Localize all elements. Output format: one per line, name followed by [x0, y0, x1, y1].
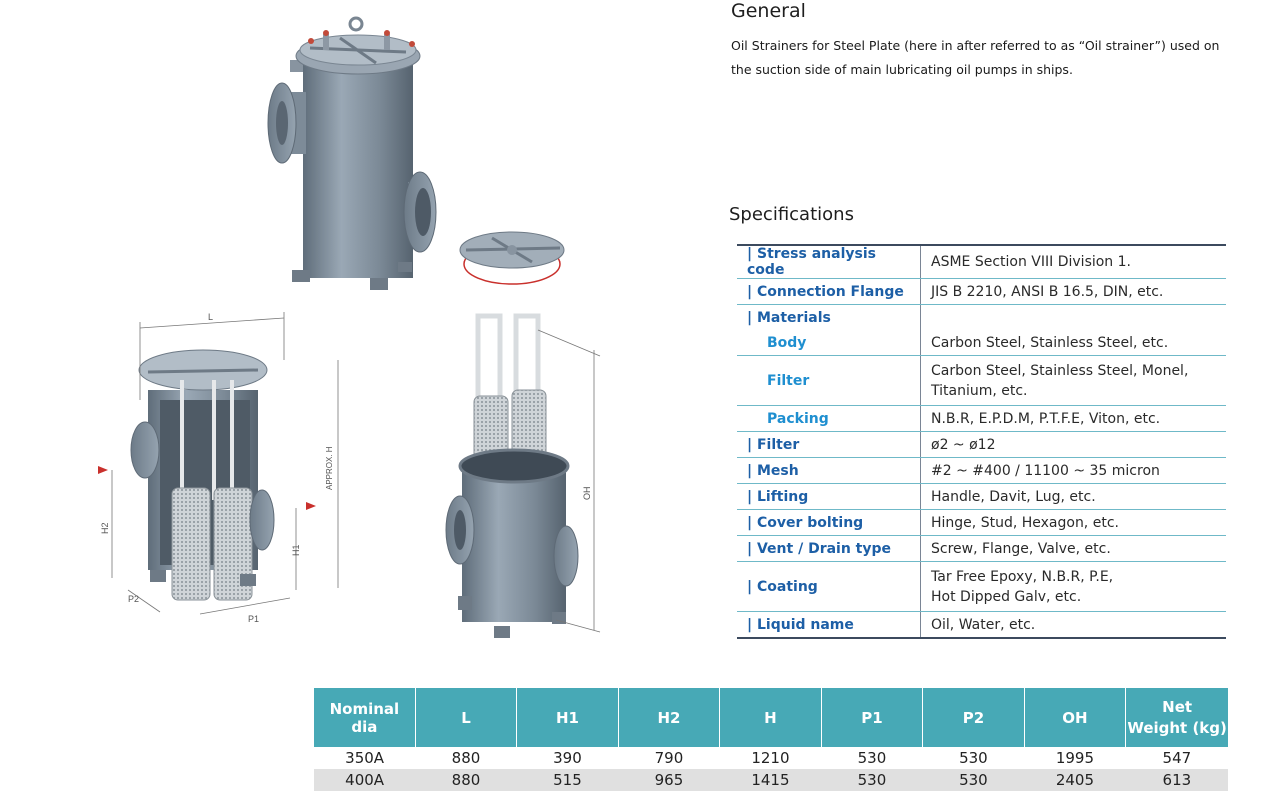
header-oh: OH [1024, 688, 1127, 747]
spec-key: | Connection Flange [737, 278, 921, 305]
spec-key: | Filter [737, 431, 921, 458]
table-cell: 400A [314, 769, 416, 791]
table-cell: 530 [922, 747, 1025, 769]
spec-key: Packing [737, 405, 921, 432]
table-cell: 530 [821, 747, 923, 769]
spec-row: | Materials [737, 304, 1227, 331]
spec-value-line: Carbon Steel, Stainless Steel, Monel, [931, 362, 1189, 379]
general-description: Oil Strainers for Steel Plate (here in a… [731, 38, 1220, 77]
spec-value: ASME Section VIII Division 1. [920, 245, 1226, 279]
table-cell: 880 [415, 747, 517, 769]
dim-label-p2: P2 [128, 594, 139, 604]
spec-value: Hinge, Stud, Hexagon, etc. [920, 509, 1226, 536]
spec-key: Filter [737, 355, 921, 406]
spec-key: | Mesh [737, 457, 921, 484]
strainer-assembled-illustration [267, 16, 565, 290]
spec-key: | Stress analysis code [737, 245, 921, 279]
spec-key: | Coating [737, 561, 921, 612]
spec-key: Body [737, 330, 921, 356]
dim-label-oh: OH [582, 487, 592, 501]
table-cell: 1415 [719, 769, 822, 791]
spec-key: | Liquid name [737, 611, 921, 638]
spec-value: Handle, Davit, Lug, etc. [920, 483, 1226, 510]
spec-row: Body Carbon Steel, Stainless Steel, etc. [737, 330, 1226, 356]
table-cell: 613 [1125, 769, 1228, 791]
header-p2: P2 [922, 688, 1025, 747]
dim-label-p1: P1 [248, 614, 259, 624]
spec-value: #2 ~ #400 / 11100 ~ 35 micron [920, 457, 1226, 484]
table-cell: 965 [618, 769, 720, 791]
spec-value: Carbon Steel, Stainless Steel, etc. [920, 330, 1226, 356]
table-cell: 390 [516, 747, 619, 769]
header-weight-line: Weight (kg) [1127, 718, 1227, 737]
spec-row: | Connection Flange JIS B 2210, ANSI B 1… [737, 278, 1226, 305]
general-heading: General [731, 0, 806, 22]
spec-row: Packing N.B.R, E.P.D.M, P.T.F.E, Viton, … [737, 405, 1226, 432]
spec-key: | Vent / Drain type [737, 535, 921, 562]
strainer-cutaway-illustration: L APPROX. H H2 H1 P2 P1 [98, 312, 339, 624]
table-cell: 547 [1125, 747, 1228, 769]
spec-value: Oil, Water, etc. [931, 616, 1036, 633]
table-cell: 350A [314, 747, 416, 769]
spec-value: ø2 ~ ø12 [920, 431, 1226, 458]
header-nominal-dia: Nominal dia [314, 688, 416, 747]
header-h1: H1 [516, 688, 619, 747]
spec-value-line: Hot Dipped Galv, etc. [931, 588, 1082, 605]
spec-value [921, 305, 1227, 331]
table-cell: 2405 [1024, 769, 1126, 791]
product-illustrations: L APPROX. H H2 H1 P2 P1 OH [98, 16, 601, 638]
spec-value: Tar Free Epoxy, N.B.R, P.E, Hot Dipped G… [920, 561, 1226, 612]
table-cell: 530 [922, 769, 1025, 791]
table-cell: 1210 [719, 747, 822, 769]
header-h: H [719, 688, 822, 747]
specifications-heading: Specifications [729, 204, 854, 225]
dimensions-header-row: Nominal dia L H1 H2 H P1 P2 OH Net Weigh… [314, 688, 1228, 747]
dimensions-table: Nominal dia L H1 H2 H P1 P2 OH Net Weigh… [314, 688, 1228, 791]
header-net-line: Net [1162, 697, 1193, 716]
spec-row: Filter Carbon Steel, Stainless Steel, Mo… [737, 355, 1226, 406]
header-p1: P1 [821, 688, 924, 747]
table-row: 400A 880 515 965 1415 530 530 2405 613 [314, 769, 1228, 791]
spec-key: | Lifting [737, 483, 921, 510]
spec-value: Screw, Flange, Valve, etc. [920, 535, 1226, 562]
spec-row: | Liquid name Oil, Water, etc. [737, 611, 1226, 638]
spec-row: | Coating Tar Free Epoxy, N.B.R, P.E, Ho… [737, 561, 1226, 612]
dim-label-approx-h: APPROX. H [325, 446, 334, 490]
spec-value: N.B.R, E.P.D.M, P.T.F.E, Viton, etc. [920, 405, 1226, 432]
header-l: L [415, 688, 518, 747]
table-cell: 880 [415, 769, 517, 791]
spec-key: | Materials [737, 304, 921, 330]
spec-row: | Stress analysis code ASME Section VIII… [737, 245, 1226, 279]
spec-value: Carbon Steel, Stainless Steel, Monel, Ti… [920, 355, 1226, 406]
spec-row: | Filter ø2 ~ ø12 [737, 431, 1226, 458]
strainer-filter-lifted-illustration: OH [445, 313, 601, 638]
dim-label-l: L [208, 312, 213, 322]
dim-label-h2: H2 [100, 522, 110, 534]
table-cell: 790 [618, 747, 720, 769]
table-row: 350A 880 390 790 1210 530 530 1995 547 [314, 747, 1228, 769]
table-cell: 515 [516, 769, 619, 791]
table-cell: 530 [821, 769, 923, 791]
spec-row: | Lifting Handle, Davit, Lug, etc. [737, 483, 1226, 510]
specifications-table: | Stress analysis code ASME Section VIII… [737, 244, 1226, 639]
header-h2: H2 [618, 688, 721, 747]
header-net-weight: Net Weight (kg) [1125, 688, 1228, 747]
spec-value-line: Titanium, etc. [931, 382, 1028, 399]
spec-value-line: Tar Free Epoxy, N.B.R, P.E, [931, 568, 1114, 585]
table-cell: 1995 [1024, 747, 1126, 769]
spec-row: | Mesh #2 ~ #400 / 11100 ~ 35 micron [737, 457, 1226, 484]
spec-row: | Cover bolting Hinge, Stud, Hexagon, et… [737, 509, 1226, 536]
dim-label-h1: H1 [291, 544, 301, 556]
spec-key: | Cover bolting [737, 509, 921, 536]
spec-value: JIS B 2210, ANSI B 16.5, DIN, etc. [920, 278, 1226, 305]
spec-row: | Vent / Drain type Screw, Flange, Valve… [737, 535, 1226, 562]
